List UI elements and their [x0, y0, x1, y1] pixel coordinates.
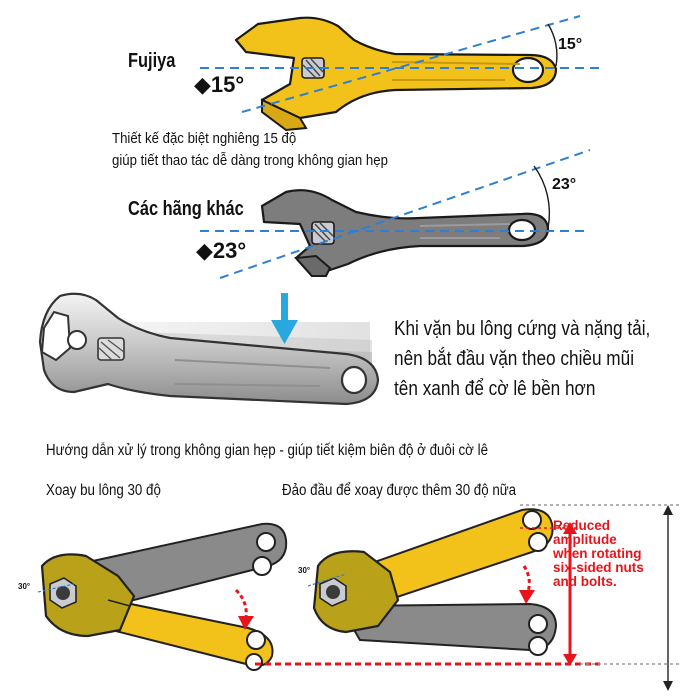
right-scene-label: Đảo đầu để xoay được thêm 30 độ nữa	[282, 482, 517, 499]
guide-title: Hướng dẫn xử lý trong không gian hẹp - g…	[46, 442, 488, 459]
fujiya-angle-lines	[200, 15, 600, 113]
small-angle-right: 30°	[298, 566, 311, 575]
fujiya-angle-left: ◆15°	[194, 72, 245, 97]
blue-down-arrow-icon	[271, 293, 298, 344]
red-rotation-arrow-icon	[519, 590, 535, 604]
fujiya-label: Fujiya	[128, 50, 176, 72]
other-brand-wrench	[260, 189, 550, 278]
small-angle-left: 30°	[18, 582, 31, 591]
other-angle-right: 23°	[552, 176, 577, 193]
caption-line-2: giúp tiết thao tác dễ dàng trong không g…	[112, 152, 388, 169]
other-brand-angle-lines	[200, 149, 591, 279]
right-rotation-scene	[307, 508, 558, 656]
amplitude-guides	[255, 504, 680, 691]
fujiya-wrench	[234, 16, 558, 132]
other-brands-label: Các hãng khác	[128, 198, 244, 220]
warning-line-2: nên bắt đầu vặn theo chiều mũi	[394, 348, 635, 370]
left-scene-label: Xoay bu lông 30 độ	[46, 482, 161, 499]
warning-line-1: Khi vặn bu lông cứng và nặng tải,	[394, 318, 651, 340]
red-rotation-arrow-icon	[238, 616, 254, 630]
other-angle-left: ◆23°	[196, 238, 247, 263]
reduced-amplitude-note: Reduced amplitude when rotating six-side…	[553, 518, 644, 589]
caption-line-1: Thiết kế đặc biệt nghiêng 15 độ	[112, 130, 297, 147]
silver-wrench	[38, 292, 380, 406]
left-rotation-scene	[37, 522, 288, 671]
fujiya-angle-right: 15°	[558, 36, 583, 53]
warning-line-3: tên xanh để cờ lê bền hơn	[394, 378, 596, 400]
